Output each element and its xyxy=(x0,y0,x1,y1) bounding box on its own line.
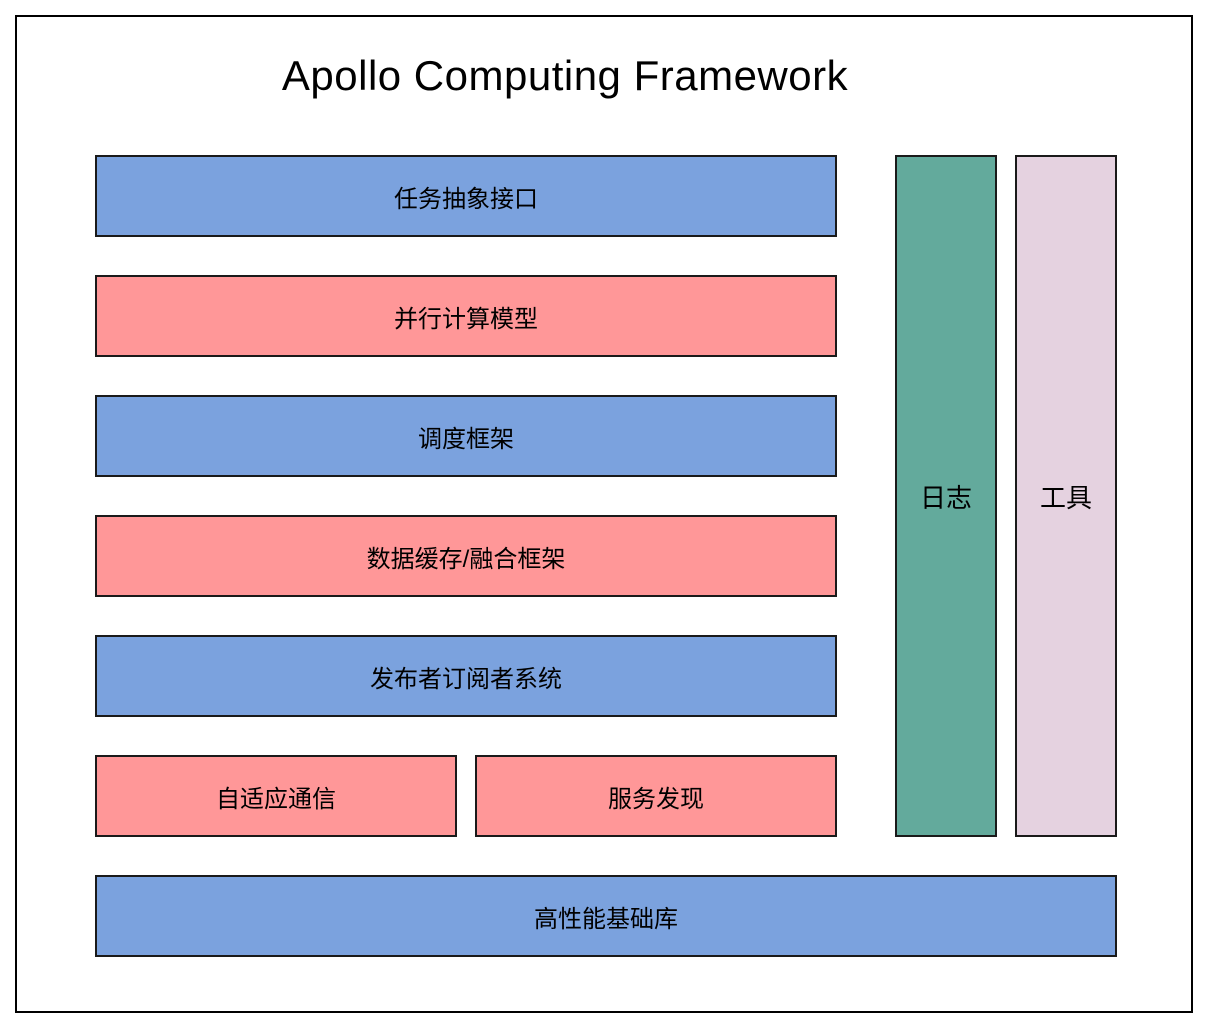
column-tools: 工具 xyxy=(1015,155,1117,837)
layer-data-cache-fusion-framework: 数据缓存/融合框架 xyxy=(95,515,837,597)
box-adaptive-communication: 自适应通信 xyxy=(95,755,457,837)
layer-scheduling-framework: 调度框架 xyxy=(95,395,837,477)
layer-high-performance-base-library: 高性能基础库 xyxy=(95,875,1117,957)
column-logging: 日志 xyxy=(895,155,997,837)
layer-task-abstraction-interface: 任务抽象接口 xyxy=(95,155,837,237)
layer-parallel-computing-model: 并行计算模型 xyxy=(95,275,837,357)
diagram-title: Apollo Computing Framework xyxy=(281,52,849,99)
layer-publisher-subscriber-system: 发布者订阅者系统 xyxy=(95,635,837,717)
box-service-discovery: 服务发现 xyxy=(475,755,837,837)
